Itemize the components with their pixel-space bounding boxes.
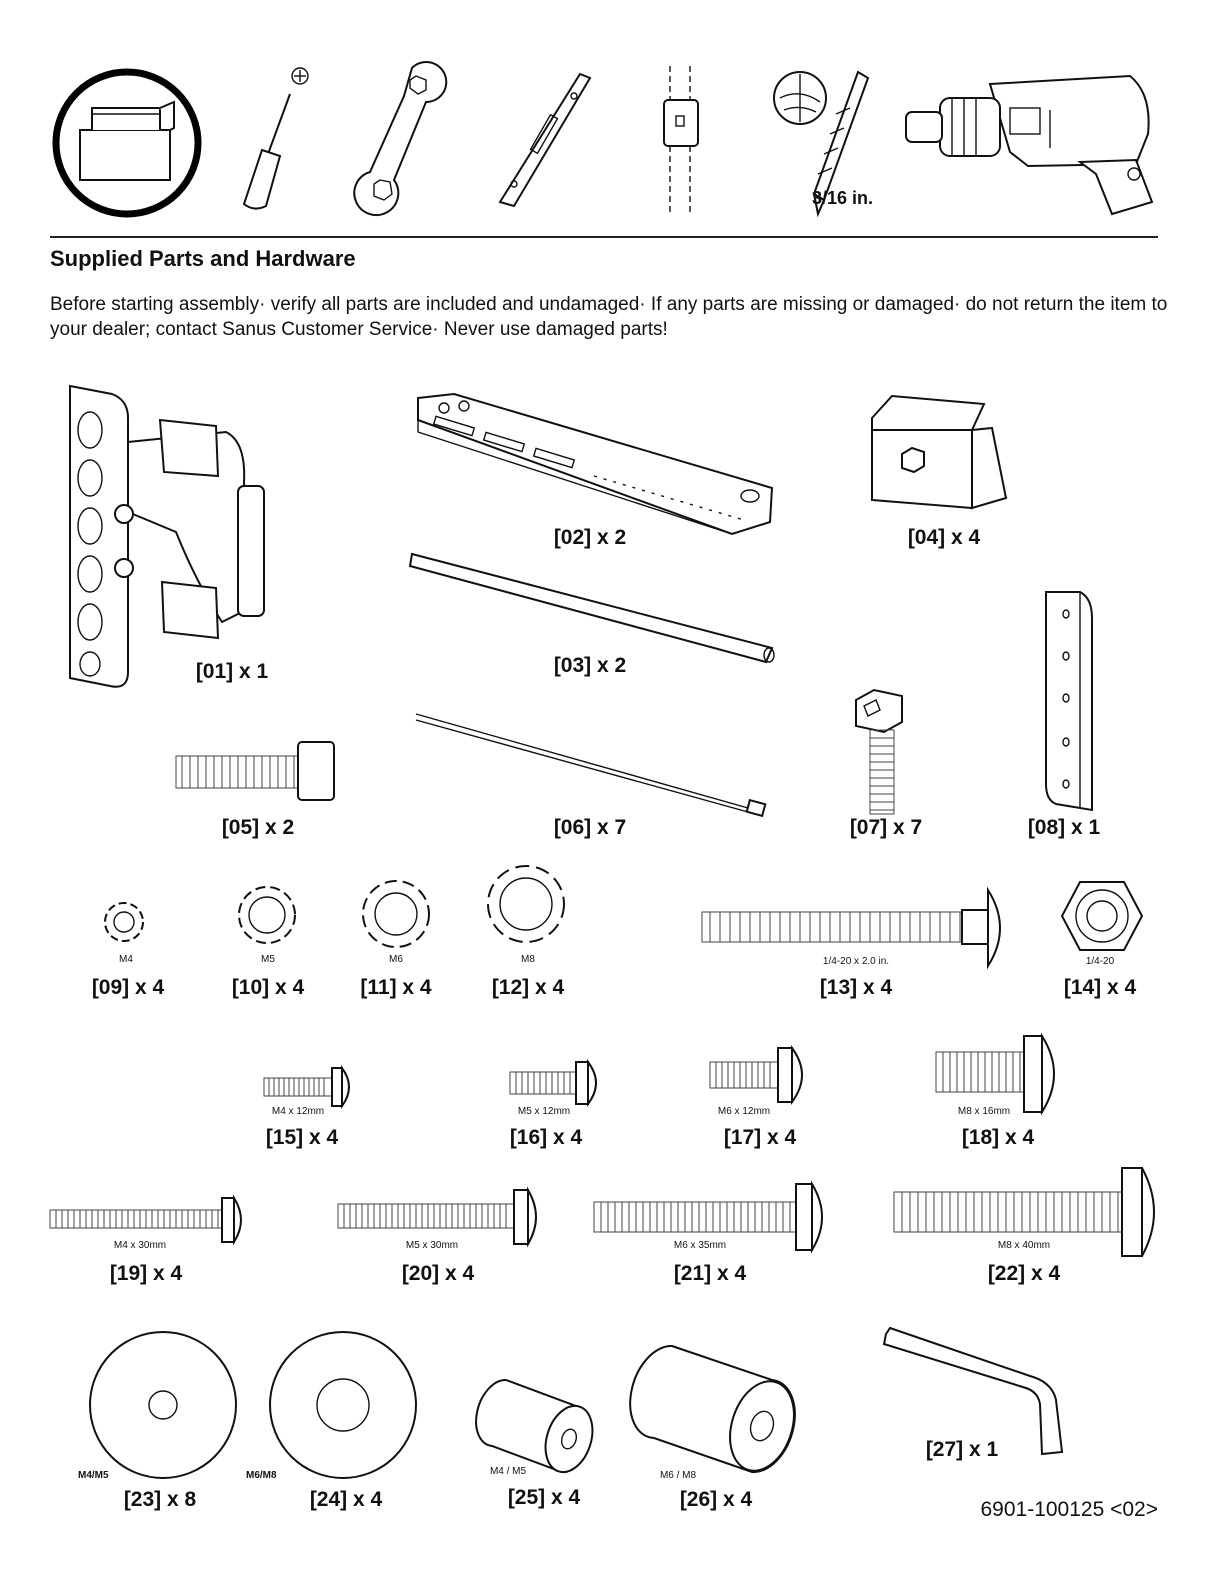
part-label-02: [02] x 2 [553, 526, 627, 549]
washer-m4-m5-part [89, 1331, 237, 1479]
part-label-09: [09] x 4 [91, 976, 165, 999]
part-label-26: [26] x 4 [679, 1488, 753, 1511]
star-washer-m8-part [487, 865, 565, 943]
size-label-22: M8 x 40mm [997, 1240, 1051, 1251]
size-label-17: M6 x 12mm [717, 1106, 771, 1117]
size-label-19: M4 x 30mm [113, 1240, 167, 1251]
part-label-01: [01] x 1 [195, 660, 269, 683]
part-label-04: [04] x 4 [907, 526, 981, 549]
size-label-15: M4 x 12mm [271, 1106, 325, 1117]
phillips-screwdriver-icon [242, 67, 309, 210]
drill-bit-icon [773, 70, 870, 218]
screw-m4x12-part [263, 1064, 350, 1110]
part-label-27: [27] x 1 [925, 1438, 999, 1461]
part-label-06: [06] x 7 [553, 816, 627, 839]
document-number: 6901-100125 <02> [980, 1498, 1158, 1521]
size-label-13: 1/4-20 x 2.0 in. [822, 956, 890, 967]
cable-tie-part [415, 713, 767, 818]
star-washer-m4-part [104, 902, 144, 942]
part-label-16: [16] x 4 [509, 1126, 583, 1149]
safety-block-part [871, 394, 1008, 510]
toolbox-icon [52, 68, 202, 218]
part-label-10: [10] x 4 [231, 976, 305, 999]
size-label-24: M6/M8 [246, 1470, 277, 1481]
star-washer-m5-part [238, 886, 296, 944]
adapter-bracket-part [417, 392, 774, 536]
part-label-05: [05] x 2 [221, 816, 295, 839]
hex-nut-part [1060, 881, 1144, 951]
tension-bolt-part [855, 688, 903, 815]
section-title: Supplied Parts and Hardware [50, 246, 356, 271]
size-label-14: 1/4-20 [1085, 956, 1115, 967]
screw-m5x30-part [337, 1186, 537, 1248]
size-label-23: M4/M5 [78, 1470, 109, 1481]
size-label-09: M4 [119, 954, 133, 965]
section-divider [50, 236, 1158, 238]
wrench-icon [353, 61, 448, 217]
screw-m6x12-part [709, 1044, 803, 1106]
part-label-19: [19] x 4 [109, 1262, 183, 1285]
rod-part [408, 552, 775, 664]
power-drill-icon [905, 74, 1154, 216]
screw-m8x40-part [893, 1167, 1155, 1257]
part-label-25: [25] x 4 [507, 1486, 581, 1509]
part-label-15: [15] x 4 [265, 1126, 339, 1149]
size-label-26: M6 / M8 [659, 1470, 697, 1481]
part-label-11: [11] x 4 [360, 976, 432, 999]
part-label-21: [21] x 4 [673, 1262, 747, 1285]
part-label-12: [12] x 4 [491, 976, 565, 999]
part-label-14: [14] x 4 [1063, 976, 1137, 999]
screw-m6x35-part [593, 1180, 823, 1254]
size-label-21: M6 x 35mm [673, 1240, 727, 1251]
level-icon [498, 72, 592, 208]
screw-m4x30-part [49, 1194, 242, 1246]
hex-key-part [882, 1326, 1064, 1456]
part-label-08: [08] x 1 [1027, 816, 1101, 839]
part-label-18: [18] x 4 [961, 1126, 1035, 1149]
part-label-20: [20] x 4 [401, 1262, 475, 1285]
carriage-bolt-part [701, 886, 1001, 970]
part-label-17: [17] x 4 [723, 1126, 797, 1149]
size-label-25: M4 / M5 [489, 1466, 527, 1477]
size-label-10: M5 [261, 954, 275, 965]
size-label-20: M5 x 30mm [405, 1240, 459, 1251]
part-label-24: [24] x 4 [309, 1488, 383, 1511]
screw-m5x12-part [509, 1059, 597, 1107]
spacer-m4-m5-part [475, 1378, 594, 1474]
size-label-12: M8 [521, 954, 535, 965]
star-washer-m6-part [362, 880, 430, 948]
strip-plate-part [1045, 591, 1093, 812]
stud-finder-icon [663, 66, 699, 216]
socket-bolt-part [175, 741, 335, 801]
size-label-16: M5 x 12mm [517, 1106, 571, 1117]
screw-m8x16-part [935, 1032, 1055, 1116]
part-label-03: [03] x 2 [553, 654, 627, 677]
washer-m6-m8-part [269, 1331, 417, 1479]
part-label-22: [22] x 4 [987, 1262, 1061, 1285]
intro-text: Before starting assembly· verify all par… [50, 294, 1168, 340]
drill-bit-size-label: 3/16 in. [812, 188, 874, 208]
spacer-m6-m8-part [629, 1344, 796, 1474]
part-label-07: [07] x 7 [849, 816, 923, 839]
wall-plate-arm-assembly-part [69, 384, 265, 688]
size-label-11: M6 [389, 954, 403, 965]
part-label-23: [23] x 8 [123, 1488, 197, 1511]
size-label-18: M8 x 16mm [957, 1106, 1011, 1117]
part-label-13: [13] x 4 [819, 976, 893, 999]
